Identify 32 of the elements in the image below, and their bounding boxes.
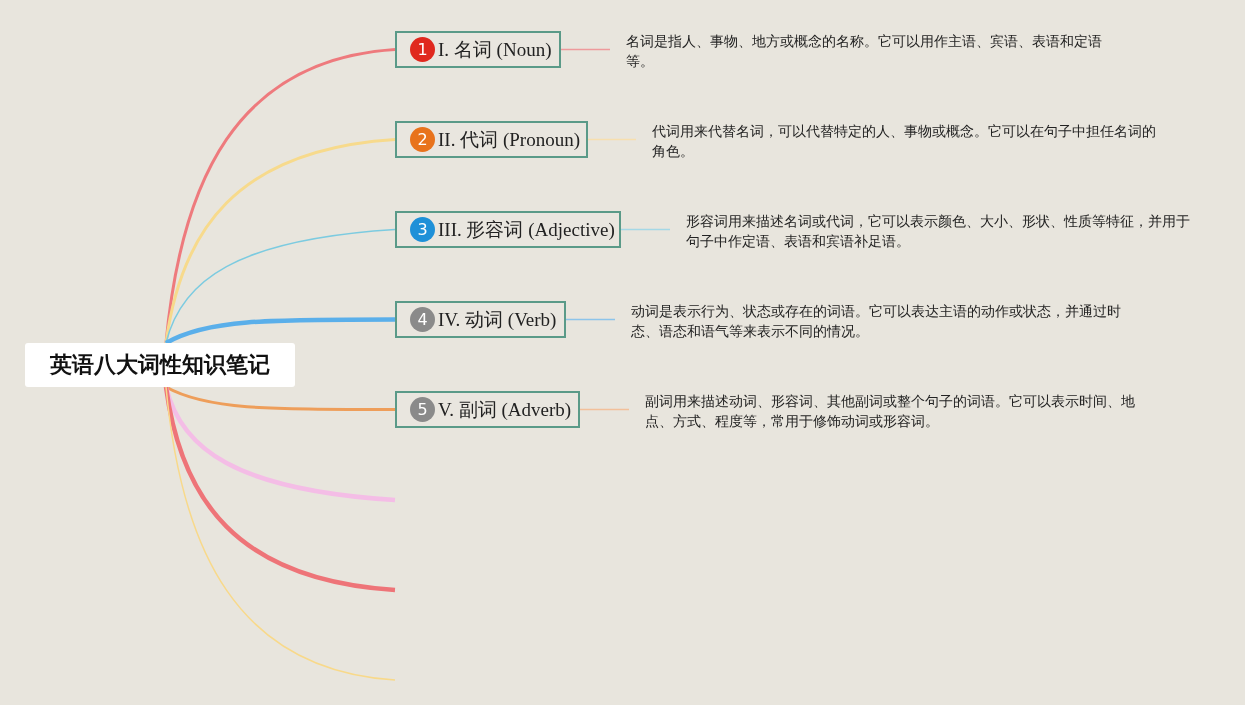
branch-line: [164, 317, 395, 345]
central-topic: 英语八大词性知识笔记: [25, 343, 295, 387]
topic-label: III. 形容词 (Adjective): [438, 217, 615, 242]
number-badge: 5: [410, 397, 435, 422]
connector-line: [620, 228, 671, 231]
topic-box: [395, 31, 561, 68]
branch-line: [165, 386, 396, 681]
description-text: 动词是表示行为、状态或存在的词语。它可以表达主语的动作或状态，并通过时态、语态和语气等来表示不同的情况。: [615, 301, 1135, 341]
branch-line: [165, 228, 396, 344]
topic-label: V. 副词 (Adverb): [438, 397, 572, 422]
number-badge: 1: [410, 37, 435, 62]
number-badge: 3: [410, 217, 435, 242]
branch-line: [163, 386, 396, 593]
description-text: 名词是指人、事物、地方或概念的名称。它可以用作主语、宾语、表语和定语等。: [610, 31, 1110, 71]
description-text: 副词用来描述动词、形容词、其他副词或整个句子的词语。它可以表示时间、地点、方式、程度等，常用于修饰动词或形容词。: [629, 391, 1149, 431]
connector-line: [565, 318, 616, 321]
topic-box: [395, 211, 621, 248]
number-badge: 2: [410, 127, 435, 152]
number-badge: 4: [410, 307, 435, 332]
description-text: 形容词用来描述名词或代词，它可以表示颜色、大小、形状、性质等特征，并用于句子中作定语、表语和宾语补足语。: [670, 211, 1190, 251]
topic-label: IV. 动词 (Verb): [438, 307, 557, 332]
branch-line: [165, 385, 395, 411]
connector-line: [579, 408, 630, 411]
topic-box: [395, 121, 588, 158]
topic-label: I. 名词 (Noun): [438, 37, 552, 62]
connector-line: [560, 48, 611, 51]
topic-box: [395, 301, 566, 338]
description-text: 代词用来代替名词，可以代替特定的人、事物或概念。它可以在句子中担任名词的角色。: [636, 121, 1156, 161]
topic-box: [395, 391, 580, 428]
branch-line: [164, 138, 396, 344]
topic-label: II. 代词 (Pronoun): [438, 127, 580, 152]
connector-line: [587, 138, 637, 141]
